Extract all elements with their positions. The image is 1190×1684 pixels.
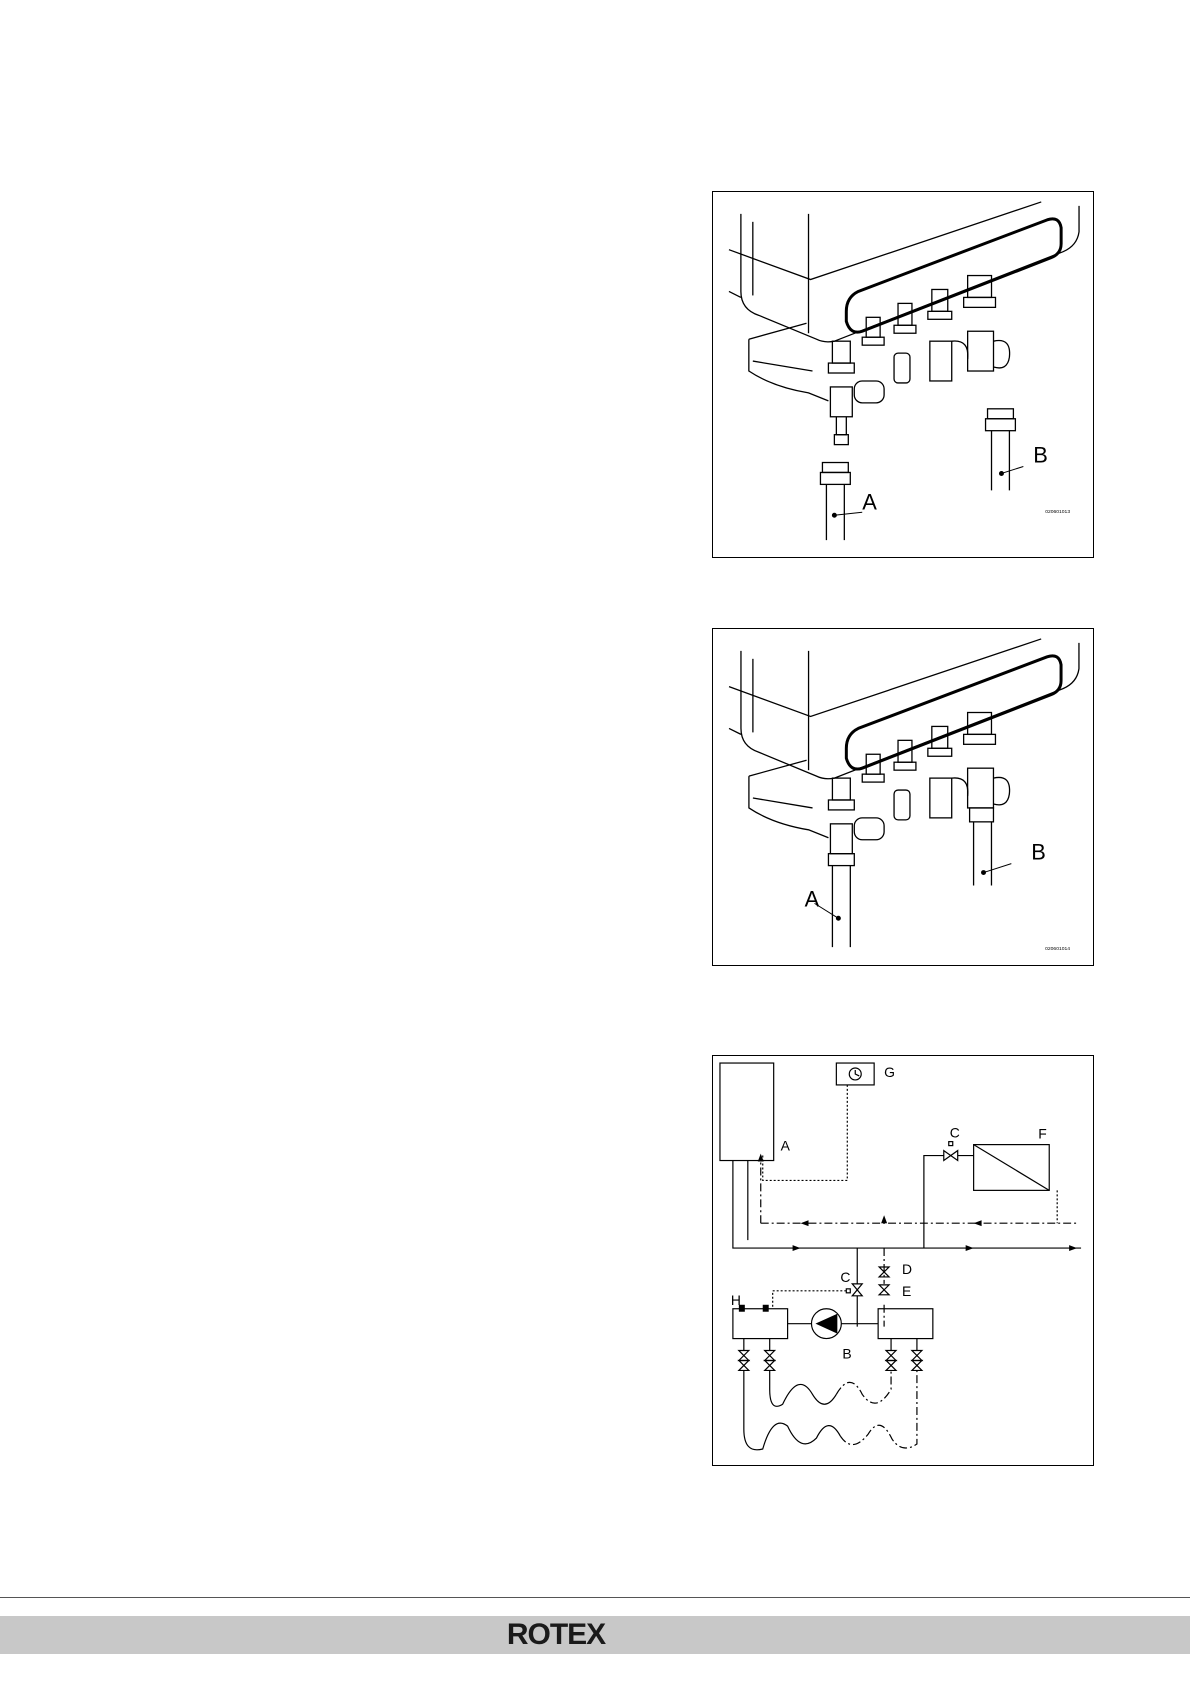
unit-a-box: [720, 1063, 774, 1160]
footer-divider: [0, 1597, 1190, 1598]
pump-arrow: [815, 1314, 837, 1334]
leader-line-a: [834, 512, 862, 515]
callout-dot-a: [836, 916, 841, 921]
boiler-connections-drawing-2: A B 020601014: [713, 629, 1093, 965]
label-c-top: C: [950, 1125, 960, 1141]
callout-dot-a: [832, 513, 837, 518]
installation-figure-2: A B 020601014: [712, 628, 1094, 966]
figure-code: 020601013: [1045, 509, 1070, 515]
callout-label-a: A: [805, 886, 820, 911]
label-g: G: [884, 1064, 895, 1080]
callout-dot-b: [999, 471, 1004, 476]
label-a: A: [781, 1138, 791, 1154]
boiler-connections-drawing-1: A B 020601013: [713, 192, 1093, 557]
label-e: E: [902, 1283, 911, 1299]
label-b: B: [842, 1345, 851, 1361]
manifold-h: [733, 1309, 788, 1339]
label-c-bottom: C: [840, 1269, 850, 1285]
callout-dot-b: [981, 870, 986, 875]
figure-code: 020601014: [1045, 946, 1070, 952]
rotex-logo: ROTEX: [504, 1618, 608, 1652]
callout-label-b: B: [1033, 443, 1048, 468]
label-d: D: [902, 1261, 912, 1277]
hydraulic-schematic: A B C C D E F G H: [712, 1055, 1094, 1466]
callout-label-b: B: [1031, 840, 1046, 865]
callout-label-a: A: [862, 489, 877, 514]
installation-figure-1: A B 020601013: [712, 191, 1094, 558]
manifold-right: [878, 1309, 933, 1339]
underfloor-heating-schematic: A B C C D E F G H: [713, 1056, 1093, 1465]
label-h: H: [731, 1292, 741, 1308]
label-f: F: [1038, 1126, 1047, 1142]
leader-line-b: [1001, 466, 1023, 473]
